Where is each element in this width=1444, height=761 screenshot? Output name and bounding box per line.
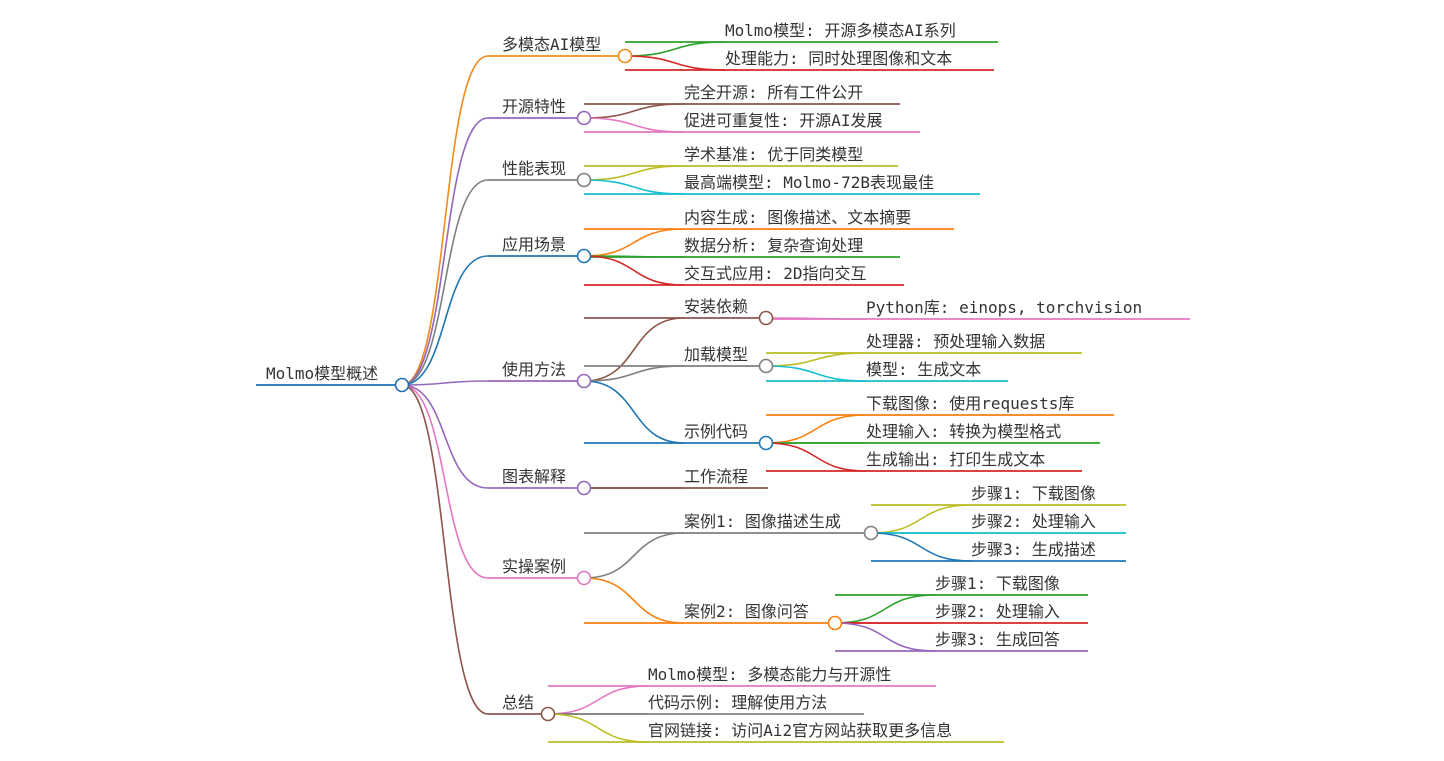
mindmap-level3-node-label: 生成输出: 打印生成文本 xyxy=(866,450,1045,469)
mindmap-level3-node-label: 下载图像: 使用requests库 xyxy=(866,394,1074,413)
mindmap-level3-node-connector xyxy=(834,594,936,624)
mindmap-level2-node-label: 学术基准: 优于同类模型 xyxy=(684,145,863,164)
mindmap-level3-node-connector xyxy=(765,414,867,444)
mindmap-branch-collapse-toggle[interactable] xyxy=(576,480,592,496)
mindmap-level2-node-connector xyxy=(583,255,685,286)
mindmap-level2-node-connector xyxy=(583,179,685,195)
mindmap-branch-collapse-toggle[interactable] xyxy=(540,706,556,722)
mindmap-branch-label: 应用场景 xyxy=(502,235,566,254)
mindmap-level3-node-label: 步骤3: 生成回答 xyxy=(935,630,1060,649)
mindmap-level2-node-collapse-toggle[interactable] xyxy=(827,615,843,631)
mindmap-level2-node-label: 案例1: 图像描述生成 xyxy=(684,512,841,531)
mindmap-level2-node-connector xyxy=(583,103,685,119)
mindmap-level2-node-label: Molmo模型: 开源多模态AI系列 xyxy=(725,21,956,40)
mindmap-level2-node-label: 示例代码 xyxy=(684,422,748,441)
mindmap-level3-node-label: 步骤1: 下载图像 xyxy=(935,574,1060,593)
mindmap-level3-node-connector xyxy=(765,352,867,367)
mindmap-level2-node-collapse-toggle[interactable] xyxy=(863,525,879,541)
mindmap-level3-node-connector xyxy=(870,504,972,534)
mindmap-level2-node-connector xyxy=(624,55,726,71)
mindmap-branch-label: 图表解释 xyxy=(502,467,566,486)
mindmap-level2-node-label: 处理能力: 同时处理图像和文本 xyxy=(725,49,952,68)
mindmap-level3-node-label: 步骤1: 下载图像 xyxy=(971,484,1096,503)
mindmap-level2-node-connector xyxy=(583,317,685,382)
mindmap-branch-label: 性能表现 xyxy=(502,159,566,178)
mindmap-branch-collapse-toggle[interactable] xyxy=(576,373,592,389)
mindmap-level2-node-collapse-toggle[interactable] xyxy=(758,358,774,374)
mindmap-level2-node-connector xyxy=(583,380,685,444)
mindmap-level2-node-label: 数据分析: 复杂查询处理 xyxy=(684,236,863,255)
mindmap-level2-node-label: 内容生成: 图像描述、文本摘要 xyxy=(684,208,911,227)
mindmap-level3-node-connector xyxy=(765,365,867,382)
mindmap-branch-label: 使用方法 xyxy=(502,360,566,379)
mindmap-branch-connector xyxy=(401,179,489,386)
mindmap-level3-node-label: 处理输入: 转换为模型格式 xyxy=(866,422,1061,441)
mindmap-level3-node-label: 步骤2: 处理输入 xyxy=(935,602,1060,621)
mindmap-branch-connector xyxy=(401,55,489,386)
mindmap-level3-node-label: 步骤2: 处理输入 xyxy=(971,512,1096,531)
mindmap-nodes: Molmo模型概述 多模态AI模型 Molmo模型: 开源多模态AI系列处理能力: … xyxy=(266,21,1142,740)
mindmap-level2-node-connector xyxy=(547,685,649,715)
mindmap-root-label: Molmo模型概述 xyxy=(266,364,378,383)
mindmap-branch-label: 多模态AI模型 xyxy=(502,35,601,54)
mindmap-branch-connector xyxy=(401,384,489,715)
mindmap-branch-collapse-toggle[interactable] xyxy=(576,570,592,586)
mindmap-level2-node-label: 官网链接: 访问Ai2官方网站获取更多信息 xyxy=(648,721,952,740)
mindmap-level2-node-label: 交互式应用: 2D指向交互 xyxy=(684,264,867,283)
mindmap-level3-node-label: 处理器: 预处理输入数据 xyxy=(866,332,1045,351)
mindmap-branch-connector xyxy=(401,255,489,386)
mindmap-level2-node-connector xyxy=(624,41,726,57)
mindmap-level3-node-label: 模型: 生成文本 xyxy=(866,360,981,379)
mindmap-level2-node-collapse-toggle[interactable] xyxy=(758,435,774,451)
mindmap-level2-node-connector xyxy=(583,165,685,181)
mindmap-branch-collapse-toggle[interactable] xyxy=(576,172,592,188)
mindmap-connectors xyxy=(256,41,1190,743)
mindmap-level2-node-connector xyxy=(583,577,685,624)
mindmap-branch-label: 实操案例 xyxy=(502,557,566,576)
mindmap-branch-connector xyxy=(401,384,489,579)
mindmap-level2-node-label: Molmo模型: 多模态能力与开源性 xyxy=(648,665,891,684)
mindmap-level3-node-label: 步骤3: 生成描述 xyxy=(971,540,1096,559)
mindmap-level2-node-label: 代码示例: 理解使用方法 xyxy=(648,693,827,712)
mindmap-level2-node-label: 最高端模型: Molmo-72B表现最佳 xyxy=(684,173,934,192)
mindmap-level2-node-connector xyxy=(583,228,685,257)
mindmap-level3-node-connector xyxy=(870,532,972,562)
mindmap-root-collapse-toggle[interactable] xyxy=(394,377,410,393)
mindmap-level2-node-label: 工作流程 xyxy=(684,467,748,486)
mindmap-branch-collapse-toggle[interactable] xyxy=(617,48,633,64)
mindmap-level2-node-label: 加载模型 xyxy=(684,345,748,364)
mindmap-branch-connector xyxy=(401,117,489,386)
mindmap-branch-connector xyxy=(401,380,489,386)
mindmap-level2-node-connector xyxy=(583,532,685,579)
mindmap-level3-node-connector xyxy=(765,442,867,472)
mindmap-level2-node-label: 案例2: 图像问答 xyxy=(684,602,809,621)
mindmap-branch-connector xyxy=(401,384,489,489)
mindmap-level2-node-label: 安装依赖 xyxy=(684,297,748,316)
mindmap-branch-collapse-toggle[interactable] xyxy=(576,110,592,126)
mindmap-branch-label: 开源特性 xyxy=(502,97,566,116)
mindmap-branch-collapse-toggle[interactable] xyxy=(576,248,592,264)
mindmap-level2-node-label: 促进可重复性: 开源AI发展 xyxy=(684,111,883,130)
mindmap-level2-node-label: 完全开源: 所有工件公开 xyxy=(684,83,863,102)
mindmap-level3-node-connector xyxy=(834,622,936,652)
mindmap-level3-node-label: Python库: einops, torchvision xyxy=(866,298,1142,317)
mindmap-level2-node-connector xyxy=(583,117,685,133)
mindmap-level2-node-collapse-toggle[interactable] xyxy=(758,310,774,326)
mindmap-level2-node-connector xyxy=(547,713,649,743)
mindmap-branch-label: 总结 xyxy=(502,693,534,712)
